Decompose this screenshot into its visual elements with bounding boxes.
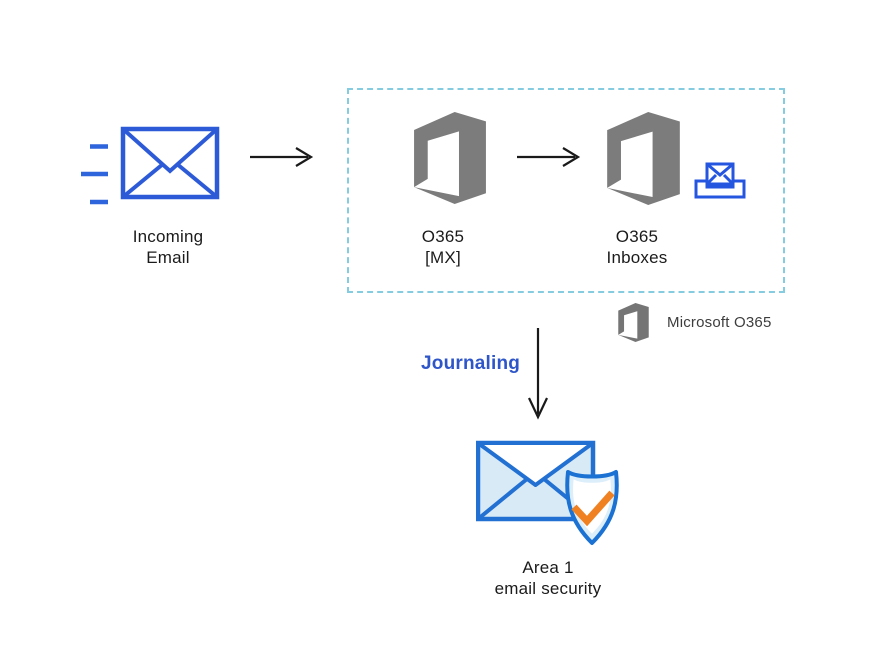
flow-arrow-right-2 [517,147,581,167]
flow-arrow-right-1 [250,147,314,167]
o365-mx-label: O365 [MX] [421,227,465,267]
office365-legend-icon [618,303,649,342]
inbox-icon [694,162,746,199]
o365-boundary-box [347,88,785,293]
o365-inboxes-label: O365 Inboxes [606,227,668,267]
office365-icon [607,112,680,205]
incoming-email-label: Incoming Email [132,227,204,267]
flow-arrow-down [528,328,548,420]
legend-label: Microsoft O365 [667,314,772,331]
incoming-email-icon [81,126,220,205]
area1-label: Area 1 email security [494,558,602,598]
journaling-label: Journaling [421,353,521,374]
office365-icon [414,112,486,204]
email-security-shield-icon [476,440,619,545]
